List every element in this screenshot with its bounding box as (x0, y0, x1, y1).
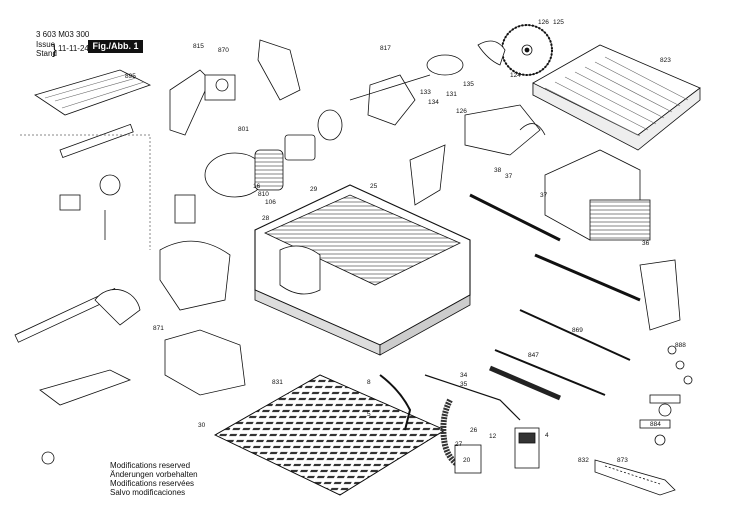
callout-831: 831 (272, 379, 283, 386)
trunnion-assembly (464, 104, 651, 241)
callout-832: 832 (578, 457, 589, 464)
callout-34: 34 (460, 372, 468, 379)
callout-888: 888 (675, 342, 686, 349)
callout-5: 5 (367, 411, 371, 418)
note-en: Modifications reserved (110, 461, 191, 470)
callout-37-b: 37 (540, 192, 548, 199)
stand-label: Stand (36, 49, 57, 58)
callout-35: 35 (460, 381, 468, 388)
callout-106: 106 (265, 199, 276, 206)
modification-notes: Modifications reserved Änderungen vorbeh… (110, 461, 198, 497)
issue-date: 11-11-24 (58, 44, 89, 53)
callout-135: 135 (463, 81, 474, 88)
part-number: 3 603 M03 300 (36, 30, 90, 39)
callout-801: 801 (238, 126, 249, 133)
shaft-rods (469, 193, 641, 401)
callout-26: 26 (470, 427, 478, 434)
callout-134: 134 (428, 99, 439, 106)
callout-labels: 126 125 815 870 817 823 895 124 135 131 … (125, 19, 686, 464)
brace-glyph: } (52, 41, 57, 57)
callout-28: 28 (262, 215, 270, 222)
callout-873: 873 (617, 457, 628, 464)
motor-assembly (174, 109, 343, 224)
handle-assembly (169, 39, 301, 136)
saw-blade (501, 24, 553, 76)
push-stick (594, 459, 676, 496)
note-de: Änderungen vorbehalten (110, 470, 198, 479)
callout-869: 869 (572, 327, 583, 334)
note-fr: Modifications reservées (110, 479, 195, 488)
bracket-plate-left (409, 144, 446, 206)
callout-870: 870 (218, 47, 229, 54)
bracket-plate-right (639, 259, 681, 331)
fence-assembly (14, 287, 141, 465)
callout-37-a: 37 (505, 173, 513, 180)
callout-29: 29 (310, 186, 318, 193)
callout-817: 817 (380, 45, 391, 52)
bottom-cover (214, 374, 446, 496)
callout-20: 20 (463, 457, 471, 464)
callout-124: 124 (510, 72, 521, 79)
callout-895: 895 (125, 73, 136, 80)
callout-25: 25 (370, 183, 378, 190)
callout-36: 36 (642, 240, 650, 247)
base-housing (254, 184, 471, 356)
callout-16: 16 (253, 183, 261, 190)
callout-38: 38 (494, 167, 502, 174)
rail-assembly-895 (34, 69, 152, 240)
callout-8: 8 (367, 379, 371, 386)
blade-guard-assembly (159, 240, 246, 396)
riving-knife (477, 40, 506, 66)
callout-131: 131 (446, 91, 457, 98)
table-top-assembly (532, 44, 701, 151)
callout-815: 815 (193, 43, 204, 50)
callout-4: 4 (545, 432, 549, 439)
callout-126: 126 (456, 108, 467, 115)
callout-125: 125 (553, 19, 564, 26)
callout-810: 810 (258, 191, 269, 198)
note-es: Salvo modificaciones (110, 488, 186, 497)
callout-884: 884 (650, 421, 661, 428)
arbor-assembly (349, 54, 464, 126)
callout-126-top: 126 (538, 19, 549, 26)
issue-label: Issue (36, 40, 56, 49)
figure-label: Fig./Abb. 1 (88, 40, 143, 53)
adjustment-parts (639, 345, 693, 446)
callout-823: 823 (660, 57, 671, 64)
callout-133: 133 (420, 89, 431, 96)
callout-847: 847 (528, 352, 539, 359)
label-card (454, 444, 482, 474)
callout-30: 30 (198, 422, 206, 429)
callout-12: 12 (489, 433, 497, 440)
callout-27: 27 (455, 441, 463, 448)
callout-871: 871 (153, 325, 164, 332)
